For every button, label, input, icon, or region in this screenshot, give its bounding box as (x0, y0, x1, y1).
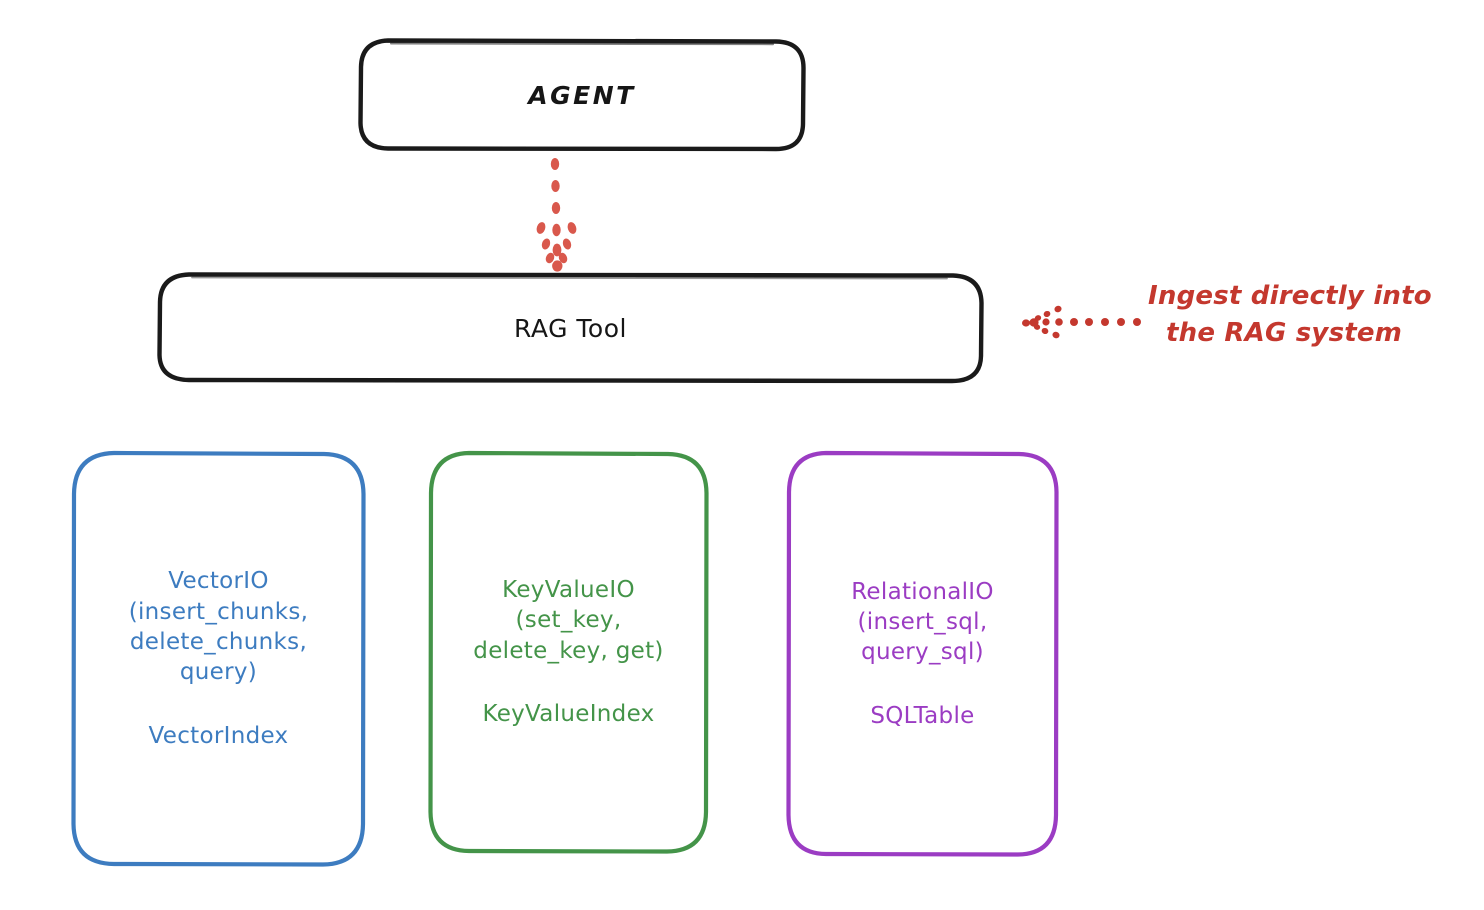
ingest-note-line-2: the RAG system (1166, 317, 1403, 348)
key-value-io-api-line-2: (set_key, (515, 607, 622, 634)
key-value-io-api-line-1: KeyValueIO (502, 577, 635, 604)
relational-io-api-line-2: (insert_sql, (857, 608, 988, 635)
ingest-note-line-1: Ingest directly into (1148, 281, 1432, 311)
vector-io-api-line-3: delete_chunks, (129, 629, 308, 656)
node-rag-tool[interactable]: RAG Tool (157, 272, 984, 384)
relational-io-api-line-1: RelationalIO (851, 578, 994, 605)
relational-io-index-label: SQLTable (870, 702, 975, 729)
connector-agent-to-rag-arrow (536, 158, 577, 272)
rag-tool-label: RAG Tool (514, 313, 627, 343)
connector-ingest-arrow (1022, 305, 1141, 339)
relational-io-api-line-3: query_sql) (861, 639, 984, 666)
key-value-io-api-line-3: delete_key, get) (473, 637, 664, 664)
node-vector-io[interactable]: VectorIO (insert_chunks, delete_chunks, … (70, 450, 367, 868)
node-relational-io[interactable]: RelationalIO (insert_sql, query_sql) SQL… (785, 450, 1060, 858)
key-value-io-api-label: KeyValueIO (set_key, delete_key, get) (473, 575, 663, 666)
key-value-io-index-label: KeyValueIndex (482, 701, 655, 728)
relational-io-api-label: RelationalIO (insert_sql, query_sql) (851, 577, 994, 668)
agent-label: AGENT (528, 80, 636, 110)
vector-io-api-line-1: VectorIO (168, 568, 269, 595)
node-agent[interactable]: AGENT (358, 38, 806, 152)
vector-io-api-line-4: query) (179, 659, 258, 686)
annotation-ingest-note: Ingest directly into the RAG system (1148, 278, 1478, 352)
vector-io-api-label: VectorIO (insert_chunks, delete_chunks, … (129, 566, 309, 687)
vector-io-index-label: VectorIndex (148, 722, 289, 749)
vector-io-api-line-2: (insert_chunks, (128, 598, 309, 625)
node-key-value-io[interactable]: KeyValueIO (set_key, delete_key, get) Ke… (427, 450, 710, 855)
